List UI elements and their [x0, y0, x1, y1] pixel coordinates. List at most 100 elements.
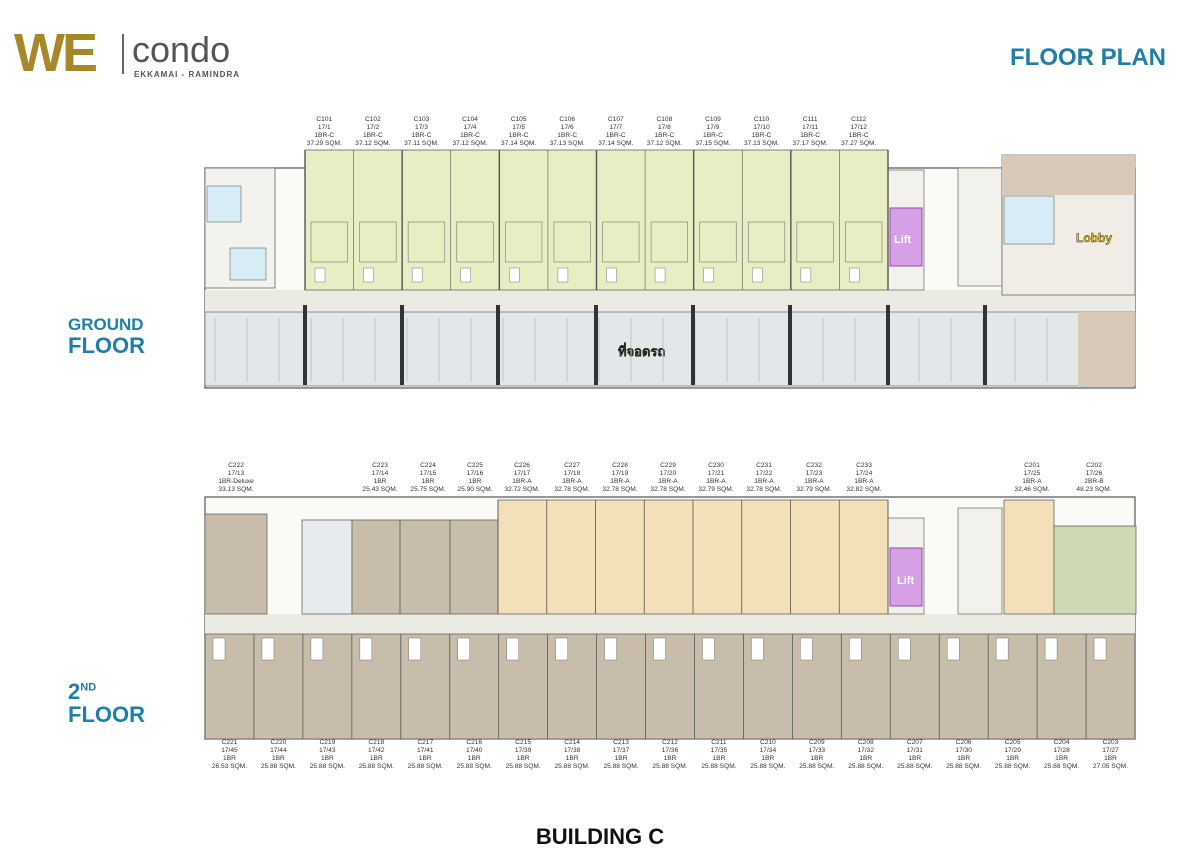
unit-bath: [212, 637, 226, 661]
lift-second: [889, 547, 923, 607]
unit-code: C227: [564, 462, 580, 469]
unit-type: 1BR-C: [460, 132, 480, 139]
unit-area: 25.88 SQM.: [309, 763, 345, 770]
unit-no: 17/44: [270, 747, 287, 754]
unit-no: 17/33: [808, 747, 826, 754]
unit-area: 37.12 SQM.: [355, 140, 391, 147]
unit-code: C233: [856, 462, 872, 469]
unit-code: C224: [420, 462, 436, 469]
second-unit-dividers: [204, 500, 1136, 739]
unit-no: 17/45: [221, 747, 238, 754]
unit-area: 25.43 SQM.: [362, 486, 398, 493]
unit-code: C216: [466, 739, 483, 746]
unit-bedroom: [310, 221, 348, 263]
service-room-2: [229, 247, 267, 281]
unit-type: 1BR-A: [804, 478, 824, 485]
logo-we: WE: [14, 23, 98, 83]
unit-bath: [460, 267, 471, 283]
unit-type: 1BR-A: [562, 478, 582, 485]
unit-bath: [654, 267, 666, 283]
unit-code: C214: [564, 739, 580, 746]
unit-bath: [363, 267, 374, 283]
parking-label: ที่จอดรถ: [618, 342, 665, 360]
unit-no: 17/12: [850, 124, 867, 131]
unit-no: 17/27: [1102, 747, 1119, 754]
unit-no: 17/36: [661, 747, 679, 754]
unit-code: C104: [462, 116, 478, 123]
ground-floor-label: GROUND FLOOR: [68, 316, 145, 357]
unit-no: 17/4: [463, 124, 477, 131]
unit-no: 17/18: [563, 470, 581, 477]
second-floor-label-line1: 2ND: [68, 679, 97, 704]
column: [303, 305, 307, 385]
unit-type: 1BR: [223, 755, 236, 762]
unit-no: 17/15: [419, 470, 437, 477]
unit-area: 37.13 SQM.: [549, 140, 585, 147]
unit-type: 1BR-C: [654, 132, 675, 139]
unit-no: 17/42: [368, 747, 385, 754]
unit-bath: [506, 637, 519, 661]
unit-bedroom: [845, 221, 883, 263]
unit-area: 32.79 SQM.: [796, 486, 832, 493]
unit-area: 25.88 SQM.: [995, 763, 1031, 770]
unit-no: 17/24: [855, 470, 873, 477]
unit-type: 1BR: [320, 755, 334, 762]
unit-bedroom: [505, 221, 543, 263]
column: [691, 305, 695, 385]
unit-code: C108: [656, 116, 673, 123]
unit-area: 25.88 SQM.: [407, 763, 443, 770]
unit-type: 1BR: [712, 755, 726, 762]
unit-code: C219: [319, 739, 336, 746]
unit-code: C203: [1102, 739, 1119, 746]
unit-area: 37.27 SQM.: [841, 140, 877, 147]
unit-code: C204: [1053, 739, 1070, 746]
unit-no: 17/37: [612, 747, 630, 754]
unit-area: 37.12 SQM.: [646, 140, 682, 147]
unit-area: 48.23 SQM.: [1076, 486, 1112, 493]
unit-block-c223: [301, 519, 353, 615]
unit-area: 25.88 SQM.: [897, 763, 933, 770]
unit-no: 17/11: [802, 124, 819, 131]
unit-no: 17/7: [609, 124, 623, 131]
unit-no: 17/13: [227, 470, 245, 477]
unit-type: 1BR-A: [610, 478, 630, 485]
unit-code: C221: [221, 739, 238, 746]
unit-code: C103: [413, 116, 430, 123]
lobby-label: Lobby: [1076, 231, 1112, 245]
unit-type: 1BR: [467, 755, 481, 762]
unit-area: 25.88 SQM.: [799, 763, 835, 770]
unit-bath: [752, 267, 763, 283]
unit-area: 26.53 SQM.: [211, 763, 248, 770]
unit-no: 17/22: [755, 470, 773, 477]
parking-area: [204, 311, 1136, 387]
stair-core-ground: [957, 167, 1003, 287]
unit-no: 17/23: [805, 470, 823, 477]
ground-floor-label-line2: FLOOR: [68, 332, 145, 358]
unit-code: C230: [708, 462, 724, 469]
unit-no: 17/1: [317, 124, 331, 131]
ground-floor-plan: Lift Lobby ที่จอดรถ: [204, 149, 1136, 389]
unit-type: 1BR: [421, 478, 435, 485]
unit-area: 25.88 SQM.: [701, 763, 737, 770]
unit-type: 1BR: [373, 478, 387, 485]
unit-bath: [310, 637, 324, 661]
unit-no: 17/6: [560, 124, 574, 131]
unit-code: C215: [515, 739, 532, 746]
unit-no: 17/40: [465, 747, 483, 754]
unit-type: 1BR-C: [362, 132, 383, 139]
column: [983, 305, 987, 385]
stair-core-second: [957, 507, 1003, 615]
